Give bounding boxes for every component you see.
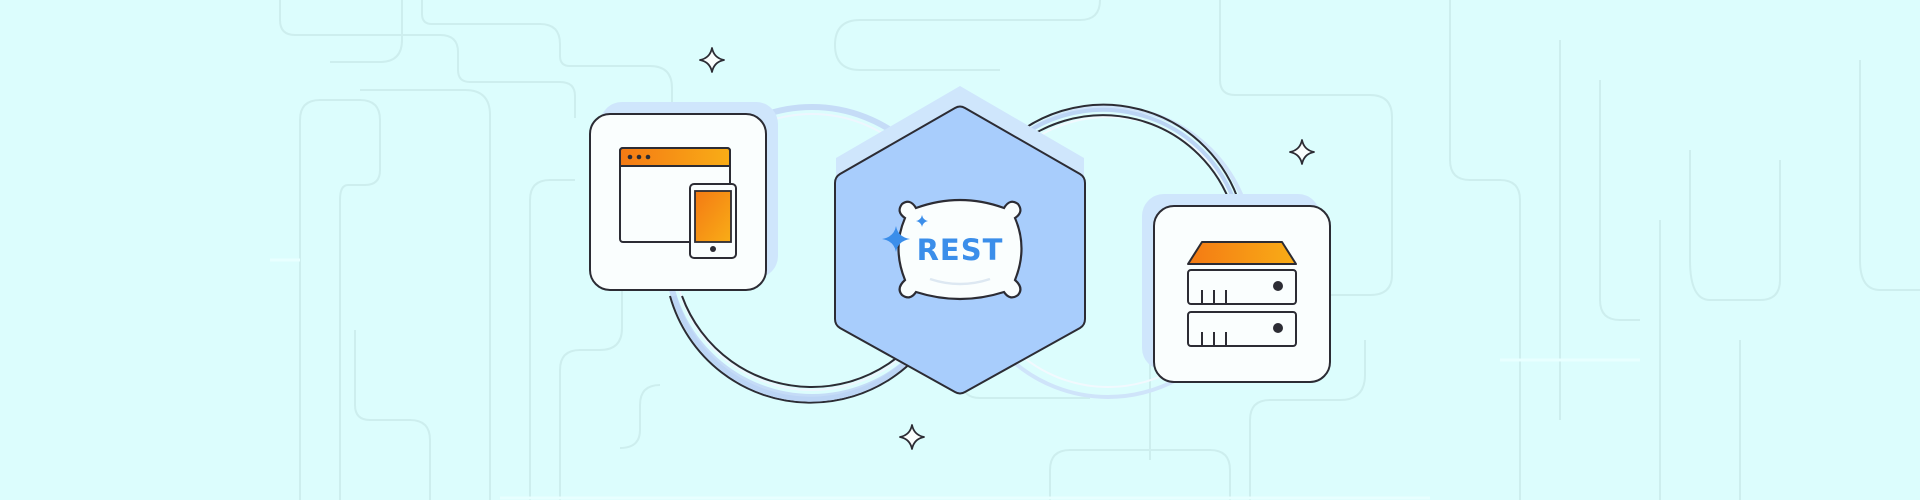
sparkle-icon [699,47,725,73]
sparkle-icon [1289,139,1315,165]
pillow-rest-icon: REST [882,198,1023,301]
circuit-background-highlights [270,258,1640,500]
sparkle-icon [899,424,925,450]
circuit-background [279,0,1920,500]
rest-label: REST [917,233,1004,267]
sparkle-icon [882,226,910,252]
sparkle-icon [916,215,928,227]
server-stack-icon [1153,205,1331,383]
browser-and-mobile-icon [589,113,767,291]
